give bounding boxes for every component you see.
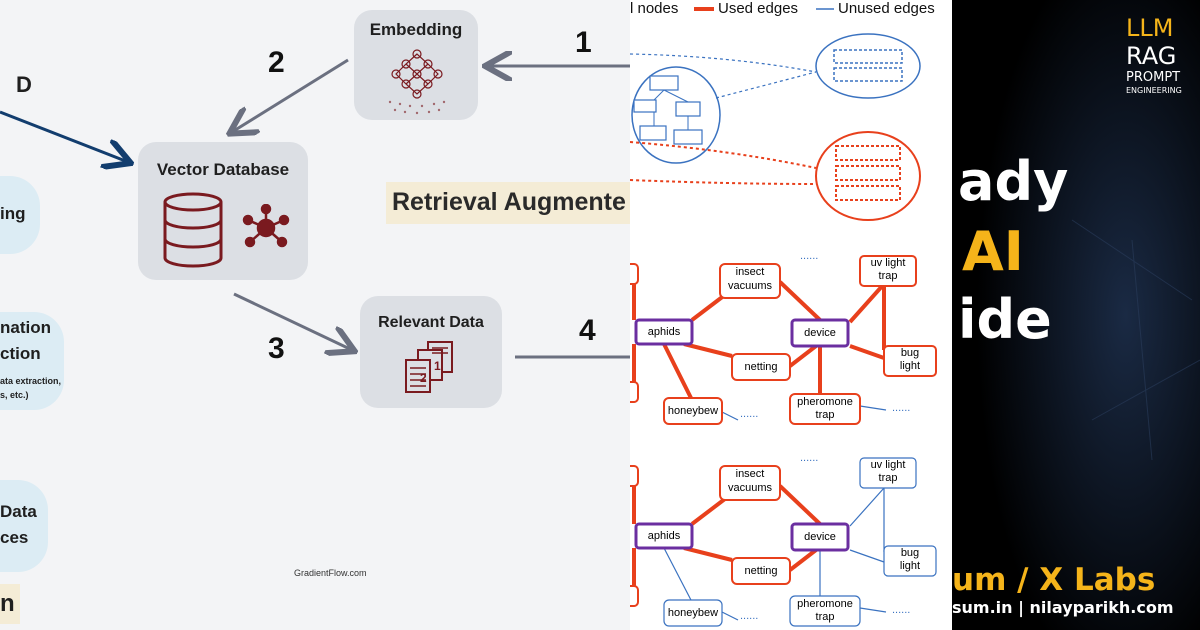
embedding-label: Embedding [369, 20, 463, 39]
legend-nodes-label: l nodes [630, 0, 679, 17]
blue-target-ellipse [815, 33, 921, 99]
legend-used-label: Used edges [718, 0, 799, 17]
dotted-blue-link-1 [630, 53, 817, 73]
node-pheromone-b: pheromone [797, 598, 853, 610]
step-number-2: 2 [268, 46, 285, 79]
node-insect: insect [735, 266, 765, 278]
headline-line-3: ide [958, 288, 1052, 351]
step-number-3: 3 [268, 332, 285, 365]
relevant-data-box: Relevant Data 1 2 [360, 296, 502, 408]
node-netting-b: netting [744, 565, 778, 577]
vector-hub-icon [242, 204, 290, 248]
database-icon [163, 192, 223, 268]
embedding-network-icon [388, 49, 446, 115]
node-dots-5: ...... [740, 610, 759, 622]
blue-cluster-ellipse [631, 66, 721, 164]
brand-name: um / X Labs [952, 562, 1156, 598]
graph-a-edges [632, 280, 887, 421]
left-bubble-1: ing [0, 176, 40, 254]
vector-database-label: Vector Database [156, 160, 290, 179]
retrieval-augmented-banner: Retrieval Augmente [386, 182, 630, 224]
headline-line-2: AI [962, 220, 1024, 283]
node-uv-light: uv light [870, 257, 906, 269]
dotted-blue-link-2 [715, 71, 817, 99]
node-uv-light-b: uv light [870, 459, 906, 471]
node-trap: trap [815, 409, 835, 421]
graph-a-nodes [630, 255, 937, 425]
gradientflow-credit: GradientFlow.com [294, 568, 367, 578]
node-device-b: device [804, 531, 836, 543]
partial-label-d: D [16, 72, 32, 97]
node-uv-trap-b: trap [878, 472, 898, 484]
red-target-ellipse [815, 131, 921, 221]
node-honeybew: honeybew [667, 405, 719, 417]
svg-text:2: 2 [420, 371, 427, 385]
relevant-data-label: Relevant Data [378, 314, 484, 331]
node-dots-6: ...... [892, 604, 911, 616]
rag-diagram-panel: D Embedding Vector Database [0, 0, 630, 630]
brand-sites: sum.in | nilayparikh.com [952, 598, 1174, 617]
node-light: light [899, 360, 921, 372]
node-honeybew-b: honeybew [667, 607, 719, 619]
step-number-1: 1 [575, 26, 592, 59]
rag-arrows [0, 0, 630, 359]
left-bubble-3: Data ces [0, 480, 48, 572]
left-bubble-2: nation ction ata extraction, s, etc.) [0, 312, 64, 410]
node-vacuums-b: vacuums [727, 482, 773, 494]
dotted-red-link-2 [630, 179, 817, 185]
node-pheromone: pheromone [797, 396, 853, 408]
node-dots-4: ...... [800, 452, 819, 464]
graph-svg [630, 7, 937, 627]
node-uv-trap: trap [878, 270, 898, 282]
vector-database-box: Vector Database [138, 142, 308, 280]
node-dots-2: ...... [740, 408, 759, 420]
tag-llm: LLM [1126, 14, 1174, 42]
arrow-data-to-vectordb [0, 110, 128, 162]
node-light-b: light [899, 560, 921, 572]
tag-engineering: ENGINEERING [1126, 86, 1182, 95]
node-device: device [804, 327, 836, 339]
node-insect-b: insect [735, 468, 765, 480]
graph-b-nodes [630, 457, 937, 627]
svg-text:1: 1 [434, 359, 441, 373]
node-vacuums: vacuums [727, 280, 773, 292]
legend-unused-label: Unused edges [838, 0, 935, 17]
node-bug-b: bug [900, 547, 920, 559]
arrow-step2 [232, 58, 349, 132]
promo-background-glow [952, 0, 1200, 630]
banner-text: Retrieval Augmente [392, 188, 626, 216]
node-trap-b: trap [815, 611, 835, 623]
tag-rag: RAG [1126, 42, 1177, 70]
node-netting: netting [744, 361, 778, 373]
node-aphids: aphids [647, 326, 681, 338]
bottom-banner-fragment: n [0, 584, 20, 624]
arrow-step3 [233, 292, 352, 350]
embedding-box: Embedding [354, 10, 478, 120]
tag-prompt: PROMPT [1126, 70, 1181, 85]
promo-panel: LLM RAG PROMPT ENGINEERING ady AI ide um… [952, 0, 1200, 630]
node-dots-3: ...... [892, 402, 911, 414]
step-number-4: 4 [579, 314, 596, 347]
documents-icon: 1 2 [405, 341, 453, 393]
headline-line-1: ady [958, 150, 1069, 213]
node-dots-1: ...... [800, 250, 819, 262]
node-aphids-b: aphids [647, 530, 681, 542]
node-bug: bug [900, 347, 920, 359]
blue-cluster-nodes [633, 75, 703, 145]
knowledge-graph-panel: l nodes Used edges Unused edges aphids i… [630, 0, 952, 630]
dotted-red-link-1 [630, 141, 817, 169]
